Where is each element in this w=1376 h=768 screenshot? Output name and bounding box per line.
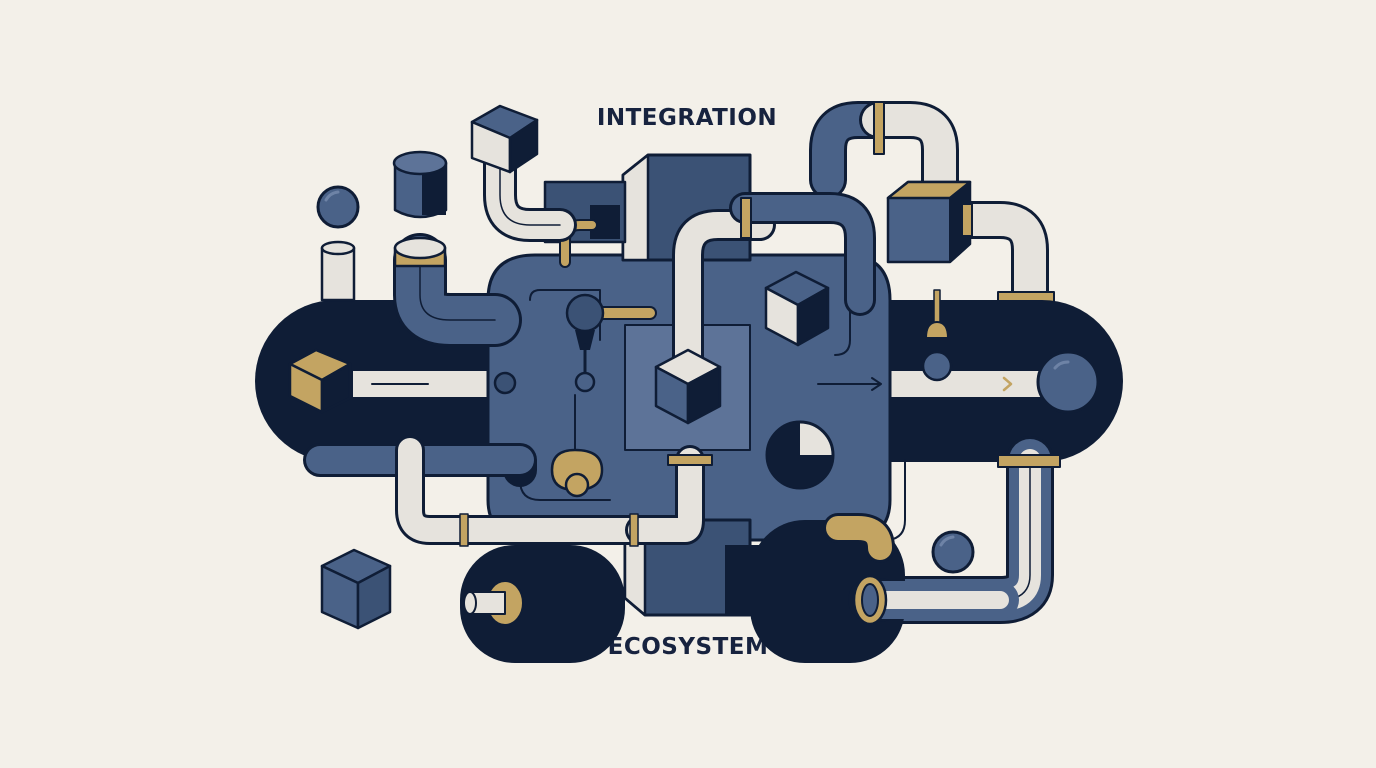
- gold-elbow: [823, 513, 1019, 626]
- bottom-left-pipes: [303, 435, 713, 547]
- title-ecosystem: ECOSYSTEM: [607, 634, 769, 660]
- internal-pipes: [559, 192, 876, 411]
- center-tower-top: [543, 153, 752, 262]
- sphere-icon: [316, 185, 360, 229]
- belt-node: [493, 371, 517, 395]
- upper-left-pipe: [483, 138, 577, 242]
- cylinder-icon: [393, 236, 447, 268]
- cube-icon: [764, 270, 830, 347]
- pie-gauge-icon: [765, 420, 835, 490]
- cylinder-icon: [320, 240, 356, 302]
- right-junction-box: [886, 180, 1055, 319]
- bottom-wheels: [460, 520, 905, 663]
- pendulum-sensor: [921, 289, 953, 382]
- arrow-right-icon: [817, 377, 882, 391]
- chevron-right-icon: [1002, 376, 1013, 392]
- sphere-icon: [1036, 350, 1100, 414]
- cube-icon: [470, 104, 539, 174]
- cylinder-icon: [392, 150, 448, 219]
- gold-valve-icon: [550, 394, 604, 498]
- sphere-highlight: [1053, 360, 1070, 370]
- top-right-pipe-loop: [809, 101, 959, 204]
- cube-icon: [654, 348, 722, 425]
- pipe-fitting-left-wheel: [463, 580, 524, 626]
- cube-icon: [320, 548, 392, 630]
- left-cylinder-pipe: [393, 233, 522, 347]
- title-integration: INTEGRATION: [596, 105, 778, 131]
- valve-icon: [565, 293, 605, 393]
- cube-icon: [288, 348, 352, 414]
- sphere-icon: [931, 530, 975, 574]
